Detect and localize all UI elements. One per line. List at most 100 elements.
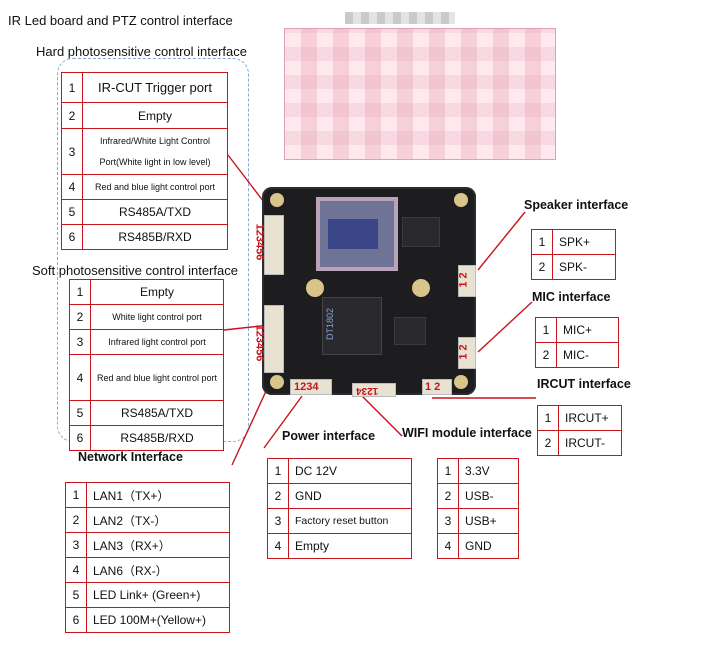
mount-hole-top-left xyxy=(270,193,284,207)
mount-hole-mid-left xyxy=(306,279,324,297)
ircut-connector xyxy=(422,379,452,395)
pin-number: 6 xyxy=(65,607,87,633)
pin-number: 2 xyxy=(537,430,559,456)
pin-number: 1 xyxy=(61,72,83,103)
pin-number: 5 xyxy=(65,582,87,608)
chip-label: DT1802 xyxy=(325,307,336,341)
soc-chip xyxy=(322,297,382,355)
pin-function: Empty xyxy=(90,279,224,305)
pin-function: IRCUT+ xyxy=(558,405,622,431)
obscured-header xyxy=(345,12,455,24)
pin-number: 1 xyxy=(69,279,91,305)
speaker-heading: Speaker interface xyxy=(524,198,629,212)
camera-board: DT1802 xyxy=(262,187,476,397)
sensor-glass xyxy=(328,219,378,249)
main-title: IR Led board and PTZ control interface xyxy=(8,13,233,28)
pin-function: IRCUT- xyxy=(558,430,622,456)
pin-function: 3.3V xyxy=(458,458,519,484)
pin-function: GND xyxy=(458,533,519,559)
mount-hole-bottom-left xyxy=(270,375,284,389)
pin-number: 2 xyxy=(535,342,557,368)
mic-heading: MIC interface xyxy=(532,290,611,304)
pin-number: 2 xyxy=(267,483,289,509)
pin-function: MIC- xyxy=(556,342,619,368)
power-heading: Power interface xyxy=(282,429,376,443)
pin-number: 3 xyxy=(61,128,83,175)
left-connector-bottom-pins: 123456 xyxy=(253,324,266,362)
pin-number: 4 xyxy=(69,354,91,401)
pin-number: 3 xyxy=(69,329,91,355)
pin-function: RS485B/RXD xyxy=(82,224,228,250)
wifi-connector xyxy=(352,383,396,397)
pin-function: Red and blue light control port xyxy=(90,354,224,401)
power-connector xyxy=(290,379,332,395)
pin-function: MIC+ xyxy=(556,317,619,343)
pin-number: 6 xyxy=(61,224,83,250)
pin-function: RS485A/TXD xyxy=(82,199,228,225)
pin-function: LAN6（RX-） xyxy=(86,557,230,583)
pin-function: LAN1（TX+） xyxy=(86,482,230,508)
mic-connector-pins: 1 2 xyxy=(457,344,470,360)
pin-function: White light control port xyxy=(90,304,224,330)
pin-function: IR-CUT Trigger port xyxy=(82,72,228,103)
pin-number: 1 xyxy=(65,482,87,508)
pin-number: 2 xyxy=(69,304,91,330)
pin-number: 4 xyxy=(65,557,87,583)
ircut-heading: IRCUT interface xyxy=(537,377,631,391)
pin-function: USB+ xyxy=(458,508,519,534)
pin-function: Infrared/White Light Control Port(White … xyxy=(82,128,228,175)
pin-number: 3 xyxy=(267,508,289,534)
mic-connector xyxy=(458,337,476,369)
hard-heading: Hard photosensitive control interface xyxy=(36,44,248,59)
left-connector-top xyxy=(264,215,284,275)
pin-number: 3 xyxy=(437,508,459,534)
speaker-connector xyxy=(458,265,476,297)
pin-number: 1 xyxy=(535,317,557,343)
pin-number: 5 xyxy=(69,400,91,426)
power-connector-pins: 1234 xyxy=(294,381,319,393)
wifi-connector-pins: 1234 xyxy=(356,385,379,396)
pin-number: 2 xyxy=(65,507,87,533)
pin-number: 4 xyxy=(61,174,83,200)
pin-function: SPK+ xyxy=(552,229,616,255)
pin-number: 4 xyxy=(437,533,459,559)
mount-hole-top-right xyxy=(454,193,468,207)
pin-function: LED 100M+(Yellow+) xyxy=(86,607,230,633)
wifi-heading: WIFI module interface xyxy=(402,426,532,440)
pin-number: 2 xyxy=(531,254,553,280)
pin-function: Empty xyxy=(288,533,412,559)
pin-number: 6 xyxy=(69,425,91,451)
pin-function: LAN2（TX-） xyxy=(86,507,230,533)
pin-function: USB- xyxy=(458,483,519,509)
left-connector-top-pins: 123456 xyxy=(253,223,266,261)
pin-function: Factory reset button xyxy=(288,508,412,534)
pin-function: Red and blue light control port xyxy=(82,174,228,200)
